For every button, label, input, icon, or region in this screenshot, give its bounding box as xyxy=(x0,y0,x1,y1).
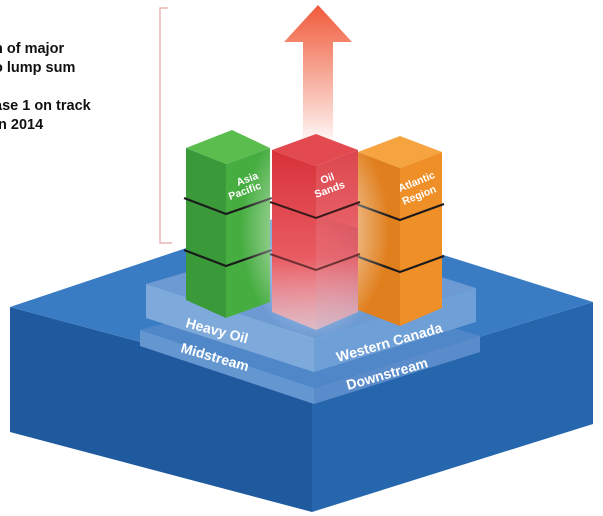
base-left-face xyxy=(10,307,312,512)
bullet-2-line-1: ase 1 on track xyxy=(0,98,91,114)
column-label-oil-line1: Oil xyxy=(319,171,336,187)
growth-arrow xyxy=(284,5,352,150)
bullet-item-1: n of major o lump sum xyxy=(0,40,170,78)
bullet-1-line-2: o lump sum xyxy=(0,60,76,76)
column-oil-sands xyxy=(240,120,390,340)
bullet-2-line-2: in 2014 xyxy=(0,117,44,133)
bullet-item-2: ase 1 on track in 2014 xyxy=(0,97,170,135)
bullet-1-line-1: n of major xyxy=(0,41,65,57)
bullet-list: n of major o lump sum ase 1 on track in … xyxy=(0,40,170,135)
base-right-face xyxy=(312,302,593,512)
bracket-line xyxy=(159,7,172,244)
